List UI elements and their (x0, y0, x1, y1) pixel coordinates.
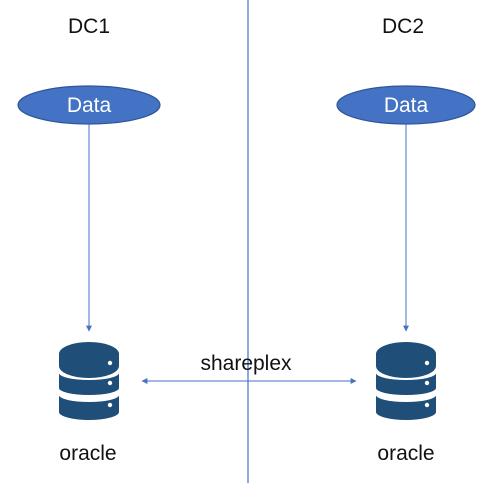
datacenter-1-data-label: Data (67, 94, 112, 117)
database-icon (59, 342, 119, 420)
datacenter-1-database-label: oracle (59, 442, 116, 465)
datacenter-2-data-node: Data (336, 85, 476, 125)
datacenter-1: DC1 Data oracle (17, 15, 161, 465)
datacenter-2-title: DC2 (382, 15, 424, 38)
database-icon (376, 342, 436, 420)
datacenter-1-title: DC1 (68, 15, 110, 38)
replication-link: shareplex (141, 352, 357, 384)
datacenter-2-database-label: oracle (377, 442, 434, 465)
replication-label: shareplex (200, 352, 292, 375)
datacenter-2-data-label: Data (384, 94, 429, 117)
datacenter-2: DC2 Data oracle (336, 15, 476, 465)
datacenter-1-data-node: Data (17, 85, 161, 125)
